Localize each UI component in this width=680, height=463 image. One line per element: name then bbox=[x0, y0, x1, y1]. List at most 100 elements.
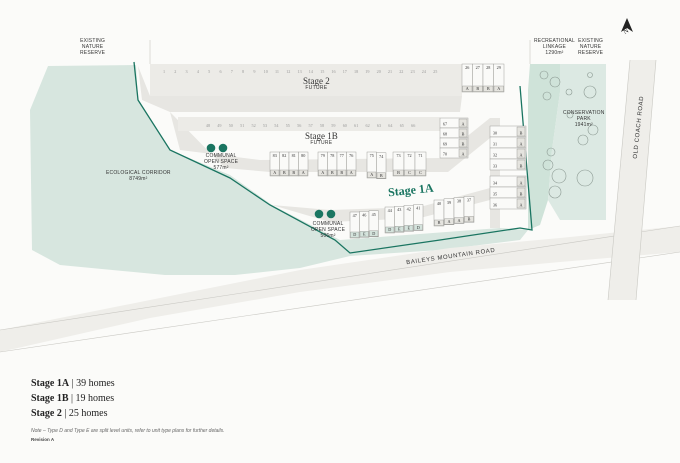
stage1b-lot-type: A bbox=[370, 172, 373, 177]
stage2-lot-29 bbox=[493, 63, 505, 93]
stage2-lot-type: A bbox=[466, 86, 469, 91]
stage1b-lot-type: B bbox=[462, 142, 465, 147]
stage1a-lot-type: A bbox=[447, 219, 450, 224]
stage1b-lot-number: 57 bbox=[309, 123, 313, 128]
stage1b-lot-number: 68 bbox=[443, 132, 447, 137]
stage1b-lot-number: 59 bbox=[331, 123, 335, 128]
stage2-label: Stage 2 FUTURE bbox=[303, 76, 330, 92]
stage1a-lot-type: A bbox=[457, 218, 460, 223]
stage1a-lot-number: 37 bbox=[467, 197, 471, 202]
stage1b-lot-type-box bbox=[289, 169, 299, 176]
stage1b-lot-number: 60 bbox=[343, 123, 347, 128]
stage1b-lot-type-box bbox=[393, 169, 404, 176]
stage2-lot-type-box bbox=[472, 85, 483, 92]
stage1b-lot-number: 54 bbox=[274, 123, 279, 128]
recreational-linkage-label: RECREATIONAL LINKAGE 1290m² bbox=[534, 38, 575, 56]
stage1b-lot-number: 62 bbox=[366, 123, 370, 128]
stage1b-lot-type-box bbox=[318, 169, 328, 176]
stage2-lot-number: 14 bbox=[309, 69, 314, 74]
stage1b-lot-number: 81 bbox=[292, 153, 296, 158]
east-lot-type-box bbox=[516, 137, 526, 148]
east-lot-type: A bbox=[519, 203, 522, 208]
east-lot-number: 31 bbox=[493, 142, 497, 147]
stage1a-lot-number: 38 bbox=[457, 199, 461, 204]
stage1b-lot-type-box bbox=[270, 169, 280, 176]
east-lot-number: 35 bbox=[493, 192, 497, 197]
legend-stage1b: Stage 1B | 19 homes bbox=[31, 393, 115, 404]
stage1a-lot-number: 40 bbox=[437, 201, 441, 206]
stage1a-lot-number: 44 bbox=[388, 208, 393, 213]
stage1a-lot-type: E bbox=[407, 226, 410, 231]
stage1a-lot-number: 46 bbox=[362, 212, 366, 217]
stage1b-lot-type: A bbox=[302, 170, 305, 175]
stage1b-lot-type: A bbox=[321, 170, 324, 175]
stage2-lot-number: 7 bbox=[231, 69, 233, 74]
stage2-lot-number: 23 bbox=[411, 69, 415, 74]
stage1b-lot-number: 66 bbox=[411, 123, 415, 128]
stage1b-lot-type-box bbox=[458, 138, 468, 148]
stage1b-lot-76 bbox=[346, 151, 357, 177]
trees bbox=[539, 70, 599, 199]
lower-green-strip bbox=[340, 228, 528, 256]
stage2-lot-number: 1 bbox=[163, 69, 165, 74]
stage1b-lot-number: 48 bbox=[206, 123, 210, 128]
stage1b-lot-type: B bbox=[462, 132, 465, 137]
conservation-park-label: CONSERVATION PARK 1941m² bbox=[563, 110, 605, 128]
stage1b-lot-number: 74 bbox=[379, 154, 384, 159]
stage1b-lot-number: 58 bbox=[320, 123, 324, 128]
stage1a-lot-type-box bbox=[413, 224, 423, 231]
stage1b-lot-type-box bbox=[458, 148, 468, 158]
stage1a-lot-37 bbox=[463, 196, 475, 223]
stage1b-lot-number: 67 bbox=[443, 122, 447, 127]
legend-stage2: Stage 2 | 25 homes bbox=[31, 408, 108, 419]
stage1a-lot-number: 41 bbox=[416, 206, 420, 211]
stage1b-lot-type: A bbox=[461, 122, 464, 127]
east-lot-type: B bbox=[520, 131, 523, 136]
stage2-lot-number: 4 bbox=[197, 69, 200, 74]
ecological-corridor-zone bbox=[30, 65, 360, 275]
stage2-lot-number: 22 bbox=[399, 69, 403, 74]
revision-label: Revision A bbox=[31, 437, 55, 442]
old-coach-road-band bbox=[608, 60, 656, 300]
stage1b-lot-type-box bbox=[327, 169, 337, 176]
stage2-lot-number: 18 bbox=[354, 69, 358, 74]
east-lot-36 bbox=[489, 197, 527, 210]
stage1b-lot-type-box bbox=[376, 172, 386, 179]
stage1b-lot-80 bbox=[298, 151, 309, 177]
east-lot-type: B bbox=[520, 164, 523, 169]
stage2-lot-number: 19 bbox=[365, 69, 369, 74]
north-arrow-icon bbox=[621, 18, 633, 32]
stage2-lot-number: 11 bbox=[275, 69, 279, 74]
stage1b-lot-type: B bbox=[331, 170, 334, 175]
east-lot-type: B bbox=[520, 192, 523, 197]
stage1b-lot-number: 79 bbox=[321, 153, 325, 158]
east-lot-type: A bbox=[519, 142, 522, 147]
stage1b-lot-number: 56 bbox=[297, 123, 301, 128]
stage1b-lot-type-box bbox=[458, 128, 468, 138]
stage1b-lot-number: 78 bbox=[330, 153, 334, 158]
stage1b-lot-type: C bbox=[408, 170, 411, 175]
stage1a-lot-type-box bbox=[350, 231, 360, 238]
stage2-lot-type: B bbox=[476, 86, 479, 91]
stage2-lot-type: B bbox=[487, 86, 490, 91]
stage1b-lot-number: 51 bbox=[240, 123, 244, 128]
stage2-lot-number: 12 bbox=[286, 69, 290, 74]
stage1b-lot-number: 70 bbox=[443, 152, 447, 157]
stage1a-lot-number: 39 bbox=[447, 200, 451, 205]
stage2-lot-number: 25 bbox=[433, 69, 437, 74]
stage1b-lot-number: 65 bbox=[400, 123, 404, 128]
stage2-lot-number: 21 bbox=[388, 69, 392, 74]
east-lot-number: 36 bbox=[493, 203, 497, 208]
note-text: Note – Type D and Type E are split level… bbox=[31, 428, 225, 434]
stage2-lot-number: 16 bbox=[331, 69, 335, 74]
stage1a-lot-type: B bbox=[438, 220, 441, 225]
stage2-lot-type-box bbox=[483, 85, 494, 92]
east-lot-number: 32 bbox=[493, 153, 497, 158]
stage2-lot-number: 10 bbox=[264, 69, 268, 74]
stage1a-lot-type-box bbox=[369, 230, 379, 237]
legend-stage1a: Stage 1A | 39 homes bbox=[31, 378, 115, 389]
stage1a-lot-type: D bbox=[388, 227, 391, 232]
stage1b-lot-number: 82 bbox=[282, 153, 286, 158]
